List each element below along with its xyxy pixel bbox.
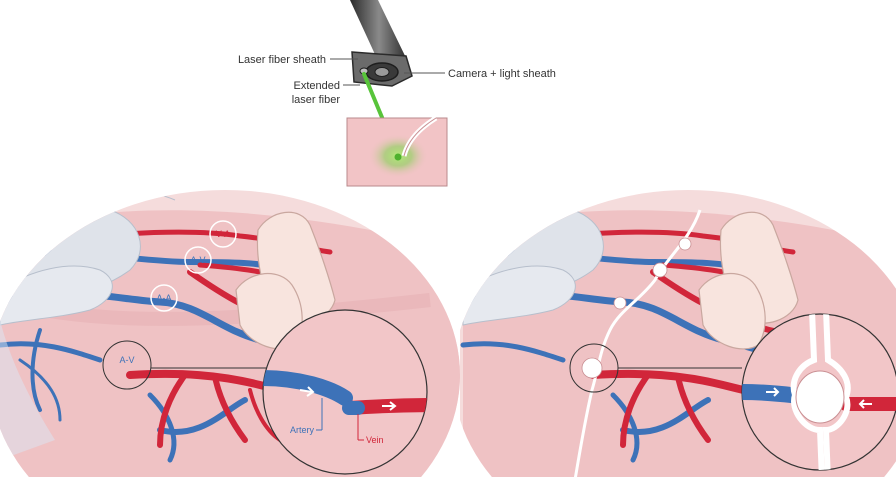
camera-icon [375, 68, 389, 77]
laser-fiber-sheath-label: Laser fiber sheath [238, 54, 326, 66]
svg-text:A-V: A-V [190, 255, 205, 265]
laser-closeup-box [347, 118, 447, 186]
fetoscope-icon [350, 0, 412, 86]
extended-fiber-label-line2: laser fiber [292, 94, 341, 106]
artery-label: Artery [290, 425, 315, 435]
camera-light-sheath-label: Camera + light sheath [448, 68, 556, 80]
extended-fiber-label-line1: Extended [294, 80, 340, 92]
svg-text:A-A: A-A [156, 293, 171, 303]
svg-text:A-V: A-V [119, 355, 134, 365]
svg-text:V-A: V-A [216, 229, 231, 239]
vein-label: Vein [366, 435, 384, 445]
